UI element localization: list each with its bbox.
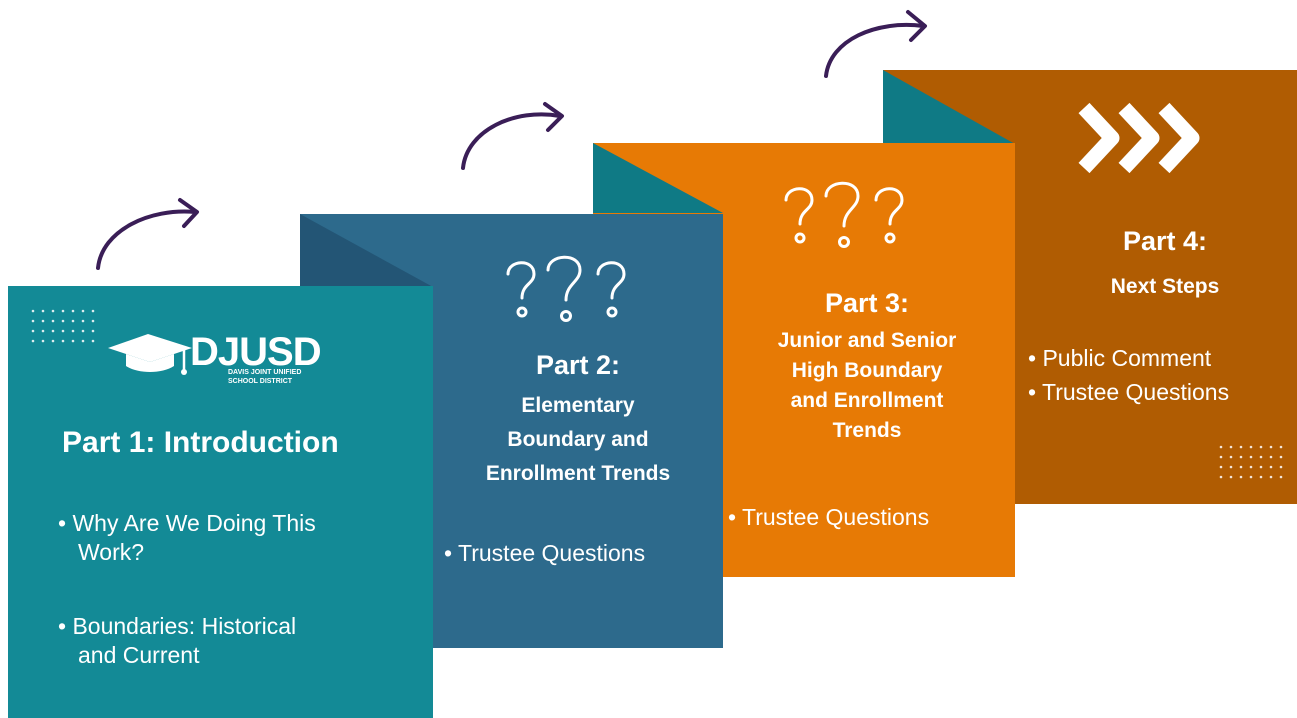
bullet-dot: • xyxy=(1028,345,1043,371)
part4-bullet-1: • Public Comment xyxy=(1028,344,1293,373)
part3-subtitle-line-4: Trends xyxy=(832,419,902,442)
chevrons-icon xyxy=(1078,102,1200,174)
bullet-line-continued: Work? xyxy=(78,539,145,565)
part4-fold xyxy=(883,70,1015,144)
part2-subtitle-line-1: Elementary xyxy=(521,394,635,417)
graduation-cap-icon xyxy=(108,334,192,375)
bullet-dot: • xyxy=(58,510,73,536)
part3-subtitle-line-1: Junior and Senior xyxy=(777,329,957,352)
bullet-dot: • xyxy=(58,613,73,639)
dot-grid-decoration xyxy=(1219,445,1283,479)
part2-subtitle-line-2: Boundary and xyxy=(507,428,649,451)
part3-fold xyxy=(593,143,723,213)
bullet-label: Trustee Questions xyxy=(1042,379,1230,405)
bullet-label: Trustee Questions xyxy=(742,504,930,530)
part4-subtitle: Next Steps xyxy=(1110,275,1220,298)
bullet-line-continued: and Current xyxy=(78,642,200,668)
part2-title: Part 2: xyxy=(535,350,621,380)
part3-subtitle-line-3: and Enrollment xyxy=(790,389,944,412)
part3-bullet: • Trustee Questions xyxy=(728,503,1012,532)
bullet-label: Trustee Questions xyxy=(458,540,646,566)
arrow-2-icon xyxy=(461,102,564,170)
question-marks-icon xyxy=(506,255,626,322)
dot-grid-decoration xyxy=(31,309,95,343)
bullet-dot: • xyxy=(1028,379,1043,405)
part3-title: Part 3: xyxy=(824,288,910,318)
bullet-label: Why Are We Doing This xyxy=(72,510,316,536)
part3-subtitle-line-2: High Boundary xyxy=(791,359,943,382)
part1-bullet-2: • Boundaries: Historical and Current xyxy=(58,612,428,670)
part4-title: Part 4: xyxy=(1122,226,1208,256)
question-marks-icon xyxy=(784,181,904,248)
bullet-dot: • xyxy=(728,504,743,530)
logo-subtext-2: SCHOOL DISTRICT xyxy=(228,378,293,385)
arrow-1-icon xyxy=(96,198,199,270)
part1-panel xyxy=(8,286,433,718)
logo-wordmark: DJUSD xyxy=(190,330,322,374)
part4-bullet-2: • Trustee Questions xyxy=(1028,378,1293,407)
part2-bullet: • Trustee Questions xyxy=(444,539,724,568)
bullet-dot: • xyxy=(444,540,459,566)
part2-fold xyxy=(300,214,433,287)
bullet-line: • Why Are We Doing This xyxy=(58,509,428,538)
part2-subtitle-line-3: Enrollment Trends xyxy=(485,462,671,485)
arrow-3-icon xyxy=(824,10,927,78)
bullet-label: Boundaries: Historical xyxy=(72,613,297,639)
bullet-label: Public Comment xyxy=(1042,345,1212,371)
bullet-line: • Boundaries: Historical xyxy=(58,612,428,641)
part1-title: Part 1: Introduction xyxy=(62,426,339,459)
part1-bullet-1: • Why Are We Doing This Work? xyxy=(58,509,428,567)
logo-subtext-1: DAVIS JOINT UNIFIED xyxy=(228,369,302,376)
